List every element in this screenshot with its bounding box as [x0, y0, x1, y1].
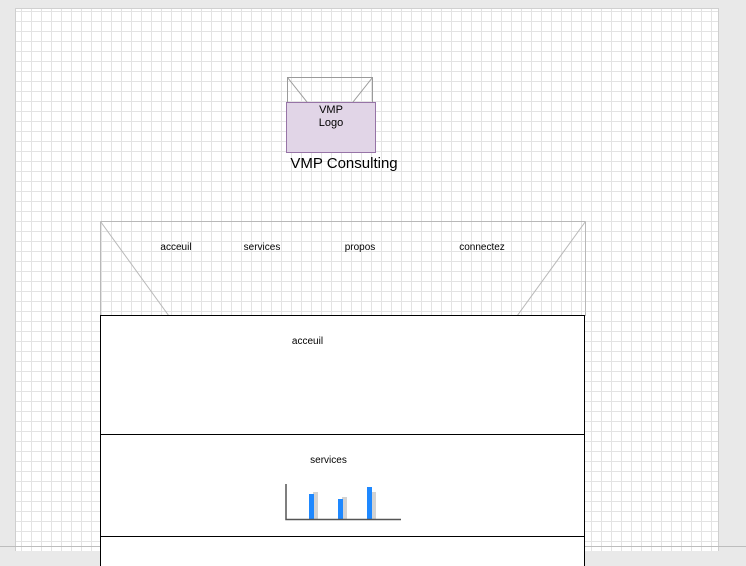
company-name: VMP Consulting	[290, 155, 398, 172]
logo-image-placeholder	[287, 77, 373, 102]
bar-chart-icon-axes	[285, 484, 401, 521]
section-next-partial	[100, 536, 585, 566]
bar-chart-icon	[285, 484, 401, 521]
logo-box: VMP Logo	[286, 102, 376, 153]
nav-item-services[interactable]: services	[243, 242, 281, 253]
nav-item-connectez[interactable]: connectez	[459, 242, 505, 253]
section-services: services	[100, 434, 585, 538]
nav-item-propos[interactable]: propos	[344, 242, 376, 253]
logo-text-line2: Logo	[318, 117, 344, 129]
logo-text-line1: VMP	[319, 104, 343, 116]
section-acceuil: acceuil	[100, 315, 585, 436]
nav-bar-frame	[100, 221, 586, 316]
nav-item-acceuil[interactable]: acceuil	[160, 242, 192, 253]
bar-chart-icon-bars	[309, 487, 376, 519]
image-placeholder-icon	[287, 77, 373, 102]
section-services-title: services	[310, 455, 347, 466]
section-acceuil-title: acceuil	[291, 336, 324, 347]
